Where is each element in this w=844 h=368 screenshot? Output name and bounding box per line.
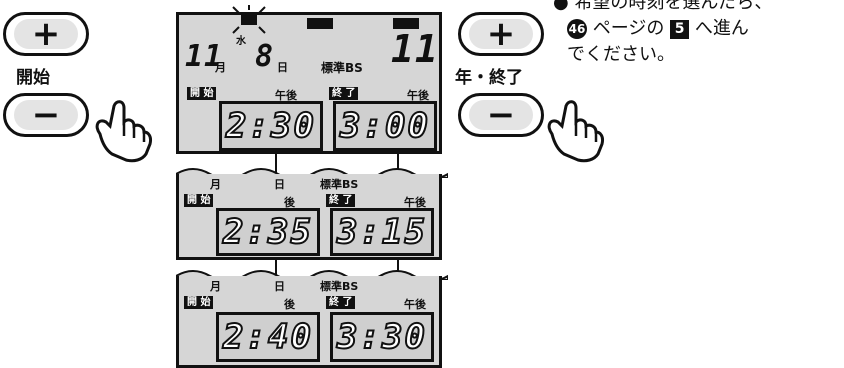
pm-end: 午後 <box>404 298 426 311</box>
start-tag: 開 始 <box>184 194 214 207</box>
blinking-indicator-icon <box>232 5 266 34</box>
end-plus-button[interactable]: + <box>458 12 544 56</box>
page-ref-badge: 46 <box>567 19 587 39</box>
pointing-hand-icon <box>95 100 152 163</box>
indicator-block <box>307 18 333 29</box>
day-unit: 日 <box>277 61 288 74</box>
end-time-display: 3:30 <box>330 312 434 362</box>
broadcast-mode: 標準BS <box>320 178 359 191</box>
plus-icon: + <box>14 17 78 51</box>
indicator-block <box>393 18 419 29</box>
step-ref-badge: 5 <box>670 19 690 39</box>
end-tag: 終 了 <box>326 296 356 309</box>
instruction-line-3: でください。 <box>567 44 675 65</box>
lcd-main-panel: 水 11 月 8 日 標準BS 11 開 始 午後 終 了 午後 2:30 3:… <box>176 5 442 154</box>
pm-end: 午後 <box>404 196 426 209</box>
pointing-hand-icon <box>547 100 604 163</box>
end-minus-button[interactable]: − <box>458 93 544 137</box>
pm-start: 午後 <box>275 89 297 102</box>
weekday-label: 水 <box>236 36 246 47</box>
day-digits: 8 <box>255 39 275 74</box>
start-tag: 開 始 <box>184 296 214 309</box>
instruction-line-1: 希望の時刻を選んだら、 <box>574 0 773 13</box>
broadcast-mode: 標準BS <box>320 280 359 293</box>
month-unit: 月 <box>210 178 221 191</box>
start-time-display: 2:30 <box>219 101 323 151</box>
end-tag: 終 了 <box>329 87 359 100</box>
minus-icon: − <box>469 98 533 132</box>
end-time-display: 3:00 <box>333 101 437 151</box>
instruction-line-2: ページの <box>592 18 665 39</box>
bullet-dot: ● <box>553 0 575 13</box>
start-time-display: 2:40 <box>216 312 320 362</box>
start-minus-button[interactable]: − <box>3 93 89 137</box>
channel-digits: 11 <box>391 27 439 71</box>
lcd-step2-panel: 月 日 標準BS 開 始 後 終 了 午後 2:35 3:15 <box>176 164 448 260</box>
minus-icon: − <box>14 98 78 132</box>
start-plus-button[interactable]: + <box>3 12 89 56</box>
instruction-line-2b: へ進ん <box>694 18 749 39</box>
month-unit: 月 <box>210 280 221 293</box>
month-unit: 月 <box>215 61 226 74</box>
end-time-display: 3:15 <box>330 208 434 256</box>
pm-start: 後 <box>284 196 295 209</box>
day-unit: 日 <box>274 280 285 293</box>
lcd-step3-panel: 月 日 標準BS 開 始 後 終 了 午後 2:40 3:30 <box>176 266 448 368</box>
pm-start: 後 <box>284 298 295 311</box>
pm-end: 午後 <box>407 89 429 102</box>
broadcast-mode: 標準BS <box>321 61 363 75</box>
end-tag: 終 了 <box>326 194 356 207</box>
plus-icon: + <box>469 17 533 51</box>
instruction-text: ● 希望の時刻を選んだら、 46 ページの 5 へ進ん でください。 <box>553 0 843 68</box>
end-label: 年・終了 <box>455 68 523 88</box>
start-label: 開始 <box>16 68 50 88</box>
start-time-display: 2:35 <box>216 208 320 256</box>
day-unit: 日 <box>274 178 285 191</box>
start-tag: 開 始 <box>187 87 217 100</box>
month-digits: 11 <box>185 39 224 74</box>
